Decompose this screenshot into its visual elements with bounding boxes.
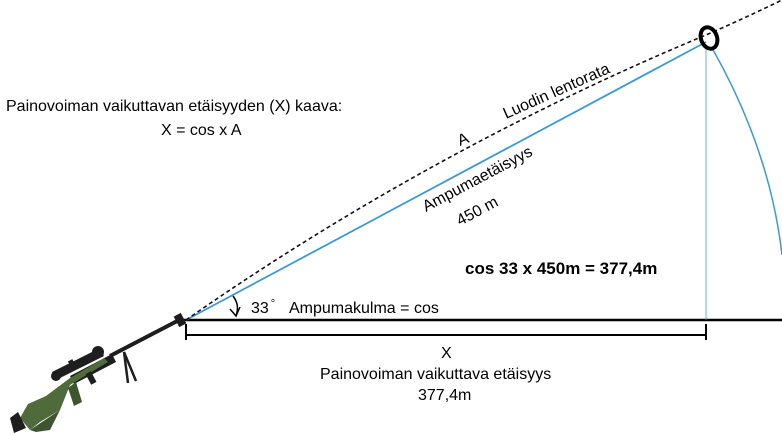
angle-number: 33 <box>251 300 269 317</box>
sight-line <box>185 41 707 321</box>
rifle-icon <box>10 312 187 433</box>
formula-title: Painovoiman vaikuttavan etäisyyden (X) k… <box>6 98 342 115</box>
angle-arrow-head <box>229 306 241 318</box>
target-ring-icon <box>698 25 720 51</box>
angle-unit: ° <box>271 298 275 310</box>
bullet-trajectory <box>185 0 782 321</box>
hypotenuse-value: 450 m <box>454 194 501 230</box>
range-arc <box>711 47 782 256</box>
trajectory-label: Luodin lentorata <box>501 60 613 122</box>
angle-label: Ampumakulma = cos <box>289 300 439 317</box>
horizontal-letter: X <box>441 345 452 362</box>
horizontal-value: 377,4m <box>418 387 471 404</box>
x-dimension-bracket <box>185 324 707 340</box>
formula-expression: X = cos x A <box>161 122 242 139</box>
calculation-text: cos 33 x 450m = 377,4m <box>465 259 657 278</box>
horizontal-name: Painovoiman vaikuttava etäisyys <box>320 366 551 383</box>
angle-value: 33° <box>251 298 275 317</box>
